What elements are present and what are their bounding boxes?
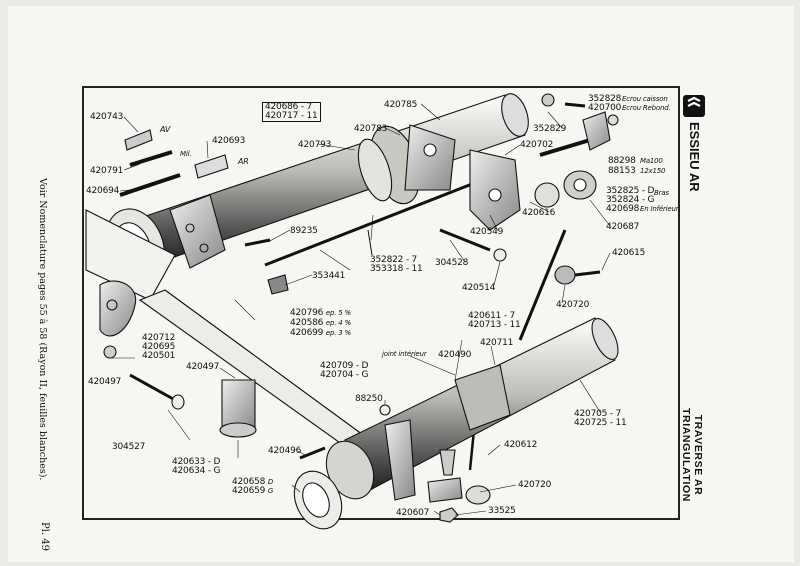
part-420659-side: G	[267, 487, 274, 495]
part-420712-group: 420712 420695 420501	[142, 334, 175, 361]
part-420686-label: 420686 - 7	[265, 102, 313, 112]
shim-group: 420796 ep. 5 % 420586 ep. 4 % 420699 ep.…	[290, 308, 351, 338]
part-420687-label: 420687	[606, 222, 640, 232]
part-352822-label: 352822 - 7	[370, 255, 418, 265]
left-end-assembly	[85, 209, 176, 359]
joint-interieur-label: joint intérieur	[382, 350, 427, 358]
part-420658-label: 420658	[232, 477, 266, 487]
part-353318-label: 353318 - 11	[370, 264, 423, 274]
part-420611-label: 420611 - 7	[468, 311, 516, 321]
part-420586-label: 420586	[290, 318, 324, 328]
part-420783-label: 420783	[354, 124, 388, 134]
loose-parts	[119, 93, 619, 523]
part-420686-boxed-label: 420686 - 7 420717 - 11	[262, 102, 321, 122]
part-420501-label: 420501	[142, 351, 176, 361]
part-352824-label: 352824 - G	[606, 195, 655, 205]
part-420704-label: 420704 - G	[320, 370, 369, 380]
part-420700-note: Ecrou Rebond.	[622, 104, 671, 112]
part-420793-label: 420793	[298, 140, 332, 150]
part-420699-label: 420699	[290, 328, 324, 338]
part-420694-label: 420694	[86, 186, 120, 196]
part-420611-group: 420611 - 7 420713 - 11	[468, 312, 521, 330]
part-420607-label: 420607	[396, 508, 430, 518]
part-88298-note: Ma100	[640, 157, 663, 165]
diagonal-rod	[518, 229, 567, 341]
part-420785-label: 420785	[384, 100, 418, 110]
part-352822-group: 352822 - 7 353318 - 11	[370, 256, 423, 274]
part-420712-label: 420712	[142, 333, 176, 343]
part-420705-group: 420705 - 7 420725 - 11	[574, 410, 627, 428]
part-420612-label: 420612	[504, 440, 538, 450]
part-304527-label: 304527	[112, 442, 146, 452]
part-420514-label: 420514	[462, 283, 496, 293]
part-420796-note: ep. 5 %	[325, 309, 351, 317]
lower-axle-tube	[293, 317, 619, 530]
part-420658-group: 420658 D 420659 G	[232, 478, 273, 496]
part-420711-label: 420711	[480, 338, 514, 348]
part-352825-label: 352825 - D	[606, 186, 655, 196]
part-420658-side: D	[267, 478, 274, 486]
part-420699-note: ep. 3 %	[325, 329, 351, 337]
part-420705-label: 420705 - 7	[574, 409, 622, 419]
part-420695-label: 420695	[142, 342, 176, 352]
upper-hub	[357, 124, 456, 205]
part-420725-label: 420725 - 11	[574, 418, 627, 428]
right-bracket	[469, 149, 521, 231]
part-420702-label: 420702	[520, 140, 554, 150]
part-420698-note: En Inférieur	[640, 205, 679, 213]
part-420709-label: 420709 - D	[320, 361, 369, 371]
part-88153-note: 12x150	[640, 167, 666, 175]
part-420615-label: 420615	[612, 248, 646, 258]
double-chevron-logo-icon	[683, 95, 705, 117]
part-420720-lower-label: 420720	[518, 480, 552, 490]
part-420791-label: 420791	[90, 166, 124, 176]
position-mil-label: Mil.	[180, 150, 192, 158]
part-352828-note: Ecrou caisson	[622, 95, 668, 103]
part-420586-note: ep. 4 %	[325, 319, 351, 327]
part-420743-label: 420743	[90, 112, 124, 122]
part-88298-label: 88298	[608, 156, 636, 166]
subtitle-line-2: TRIANGULATION	[680, 408, 692, 502]
part-420717-label: 420717 - 11	[265, 111, 318, 121]
part-33525-label: 33525	[488, 506, 516, 516]
part-420713-label: 420713 - 11	[468, 320, 521, 330]
part-420698-label: 420698	[606, 204, 640, 214]
part-420659-label: 420659	[232, 486, 266, 496]
part-352825-note: Bras	[654, 189, 669, 197]
part-420497-right-label: 420497	[186, 362, 220, 372]
leader-lines	[112, 103, 611, 516]
part-353441-label: 353441	[312, 271, 346, 281]
part-88250-label: 88250	[355, 394, 383, 404]
part-420549-label: 420549	[470, 227, 504, 237]
position-ar-label: AR	[238, 157, 249, 166]
subtitle-block: TRAVERSE AR TRIANGULATION	[680, 408, 704, 502]
part-420490-label: 420490	[438, 350, 472, 360]
part-420634-label: 420634 - G	[172, 466, 221, 476]
part-352829-label: 352829	[533, 124, 567, 134]
part-352828-label: 352828	[588, 94, 622, 104]
part-88153-label: 88153	[608, 166, 636, 176]
part-420796-label: 420796	[290, 308, 324, 318]
diagram-frame	[82, 86, 680, 520]
position-av-label: AV	[160, 125, 171, 134]
part-420693-label: 420693	[212, 136, 246, 146]
section-title: ESSIEU AR	[687, 122, 702, 192]
part-304528-label: 304528	[435, 258, 469, 268]
part-420616-label: 420616	[522, 208, 556, 218]
part-420709-group: 420709 - D 420704 - G	[320, 361, 369, 380]
part-420633-label: 420633 - D	[172, 457, 221, 467]
part-420497-left-label: 420497	[88, 377, 122, 387]
part-420700-label: 420700	[588, 103, 622, 113]
part-89235-label: 89235	[290, 226, 318, 236]
part-420496-label: 420496	[268, 446, 302, 456]
part-420720-upper-label: 420720	[556, 300, 590, 310]
tie-rod	[264, 173, 496, 267]
subtitle-line-1: TRAVERSE AR	[692, 414, 704, 496]
part-420633-group: 420633 - D 420634 - G	[172, 457, 221, 476]
